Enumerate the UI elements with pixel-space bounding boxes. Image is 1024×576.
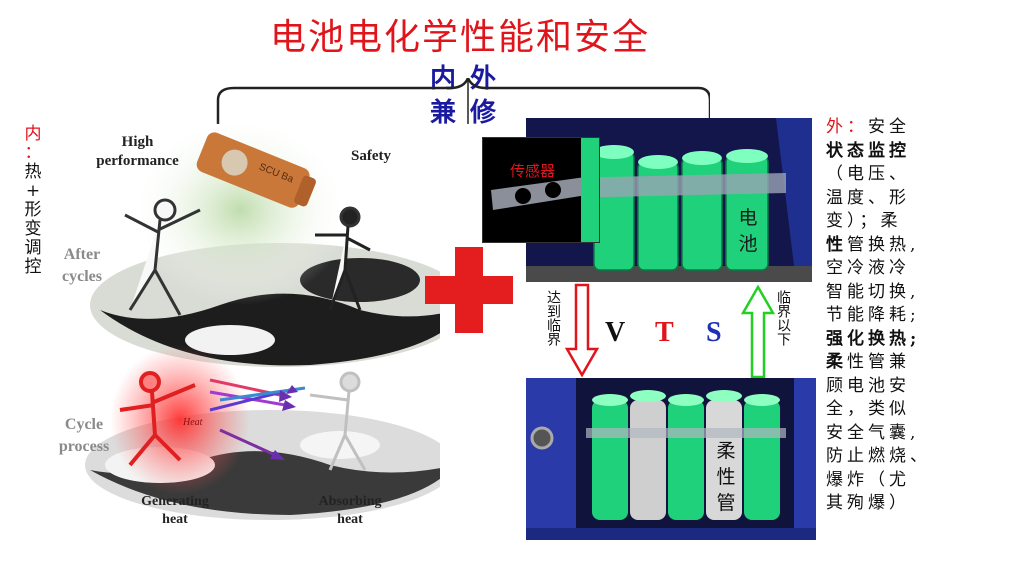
up-arrow [741, 284, 775, 379]
outer-prefix: 外： [826, 117, 868, 137]
outer-text-line: 全，类似 [826, 399, 910, 419]
outer-text-line: 强化换热; [826, 328, 921, 349]
outer-text-line: 变）；柔 [826, 211, 902, 231]
cycle-process-label: Cycle process [58, 416, 110, 455]
inner-prefix: 内： [22, 125, 44, 163]
absorbing-heat-label: Absorbing heat [318, 494, 382, 527]
outer-text-line: 防止燃烧、 [826, 446, 931, 466]
generating-heat-label: Generating heat [141, 494, 209, 527]
outer-text-line: 顾电池安 [826, 375, 910, 396]
outer-text-rest: 安全 [868, 117, 910, 137]
heat-label: Heat [183, 417, 203, 428]
inner-regulation-text: 内： 热+形变调控 [22, 125, 44, 277]
flex-tube-label: 柔性管 [716, 440, 736, 514]
plus-sign-vertical [455, 247, 483, 333]
high-performance-label: High performance [96, 134, 179, 169]
below-critical-label: 临界以下 [775, 290, 791, 346]
sensor-label: 传感器 [510, 162, 556, 180]
s-letter: S [706, 317, 722, 348]
flexible-tube-panel [526, 378, 816, 540]
after-cycles-label: After cycles [62, 246, 102, 285]
outer-text-line: 柔性管兼 [826, 352, 910, 372]
outer-text-line: 状态监控 [826, 140, 910, 161]
brace-bracket [216, 78, 710, 124]
outer-text-line: 空冷液冷 [826, 258, 910, 278]
outer-text-line: 安全气囊, [826, 422, 920, 443]
inner-prefix-char: ： [24, 143, 42, 163]
yin-yang-illustration [85, 120, 440, 520]
concurrent-word: 兼 [430, 98, 457, 128]
v-letter: V [605, 317, 626, 348]
page-title: 电池电化学性能和安全 [269, 17, 650, 58]
outer-text-line: 性管换热, [826, 234, 920, 255]
flexible-tube-render [526, 378, 816, 540]
outer-text-line: 智能切换, [826, 281, 920, 302]
sensor-inset [482, 137, 600, 243]
outer-monitoring-text: 外：安全状态监控（电压、温度、形变）；柔性管换热,空冷液冷智能切换,节能降耗;强… [826, 116, 1022, 516]
outer-text-line: 外：安全 [826, 116, 1022, 140]
sensor-render [483, 138, 599, 242]
reach-critical-label: 达到临界 [545, 290, 561, 346]
outer-text-line: 其殉爆） [826, 493, 910, 513]
inner-prefix-char: 内 [24, 124, 42, 144]
outer-text-line: 温度、形 [826, 187, 910, 208]
repair-word: 修 [470, 98, 497, 128]
down-arrow [565, 283, 599, 378]
inner-body-char: 形 [24, 200, 42, 220]
outer-text-line: 节能降耗; [826, 305, 920, 325]
inner-body: 热+形变调控 [22, 163, 44, 277]
safety-label: Safety [351, 148, 391, 164]
inner-body-char: 热 [24, 162, 42, 182]
outer-text-line: （电压、 [826, 164, 910, 184]
inner-body-char: 调 [24, 238, 42, 258]
inner-body-char: + [25, 181, 41, 201]
inner-body-char: 变 [24, 219, 42, 239]
inner-body-char: 控 [24, 257, 42, 277]
t-letter: T [655, 317, 674, 348]
outer-text-line: 爆炸（尤 [826, 469, 910, 490]
battery-cell-label: 电池 [738, 207, 758, 255]
